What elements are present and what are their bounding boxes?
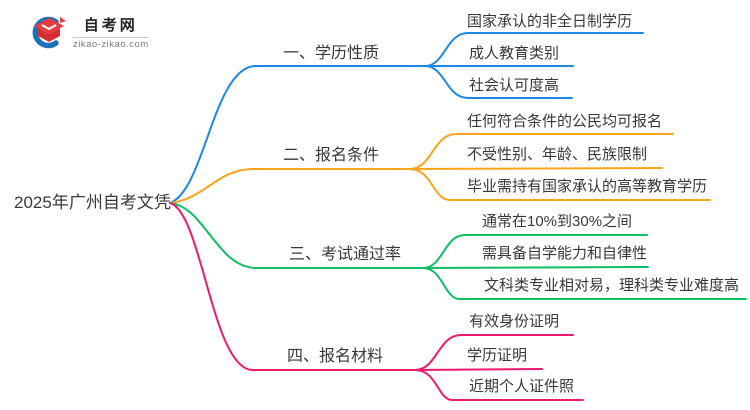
logo-domain: zikao-zikao.com: [73, 39, 149, 50]
branch3-leaf3-curve: [422, 267, 747, 300]
branch2-leaf1: 任何符合条件的公民均可报名: [467, 113, 663, 130]
branch4-leaf1-curve: [414, 334, 574, 371]
branch3-label: 三、考试通过率: [289, 246, 402, 263]
branch3-leaf3: 文科类专业相对易，理科类专业难度高: [484, 277, 740, 294]
branch1-leaf1: 国家承认的非全日制学历: [467, 13, 633, 30]
logo-divider: [73, 37, 149, 38]
branch2-trunk-curve: [169, 168, 411, 204]
logo-brand-name: 自考网: [83, 17, 138, 34]
branch3-leaf1: 通常在10%到30%之间: [482, 213, 633, 230]
branch2-leaf1-curve: [409, 133, 674, 170]
branch4-leaf2-curve: [414, 368, 543, 371]
branch2-leaf2: 不受性别、年龄、民族限制: [467, 146, 648, 163]
branch4-leaf2: 学历证明: [467, 347, 528, 364]
branch2-leaf3: 毕业需持有国家承认的高等教育学历: [467, 178, 708, 195]
branch4-leaf1: 有效身份证明: [469, 313, 560, 330]
branch1-leaf1-curve: [424, 32, 644, 67]
branch1-curves: [169, 32, 644, 204]
branch3-leaf2-curve: [422, 266, 649, 269]
branch1-leaf3-curve: [424, 65, 573, 99]
branch1-trunk-curve: [169, 65, 426, 204]
branch3-trunk-curve: [169, 202, 424, 269]
branch3-leaf2: 需具备自学能力和自律性: [482, 245, 648, 262]
branch2-label: 二、报名条件: [283, 147, 380, 164]
branch3-curves: [169, 202, 747, 300]
branch4-label: 四、报名材料: [287, 348, 384, 365]
root-node: 2025年广州自考文凭: [14, 193, 171, 212]
branch1-leaf3: 社会认可度高: [469, 77, 560, 94]
branch1-label: 一、学历性质: [283, 45, 380, 62]
graduation-cap-logo-icon: [32, 16, 66, 49]
branch3-leaf1-curve: [422, 234, 648, 269]
branch4-curves: [169, 202, 584, 401]
branch2-leaf2-curve: [409, 167, 663, 170]
site-logo: 自考网 zikao-zikao.com: [30, 13, 149, 51]
branch2-leaf3-curve: [409, 168, 711, 201]
branch4-leaf3-curve: [414, 369, 584, 401]
logo-text-block: 自考网 zikao-zikao.com: [73, 14, 149, 50]
branch1-leaf2: 成人教育类别: [469, 45, 560, 62]
branch4-leaf3: 近期个人证件照: [469, 378, 575, 395]
branch2-curves: [169, 133, 711, 204]
branch4-trunk-curve: [169, 202, 416, 371]
